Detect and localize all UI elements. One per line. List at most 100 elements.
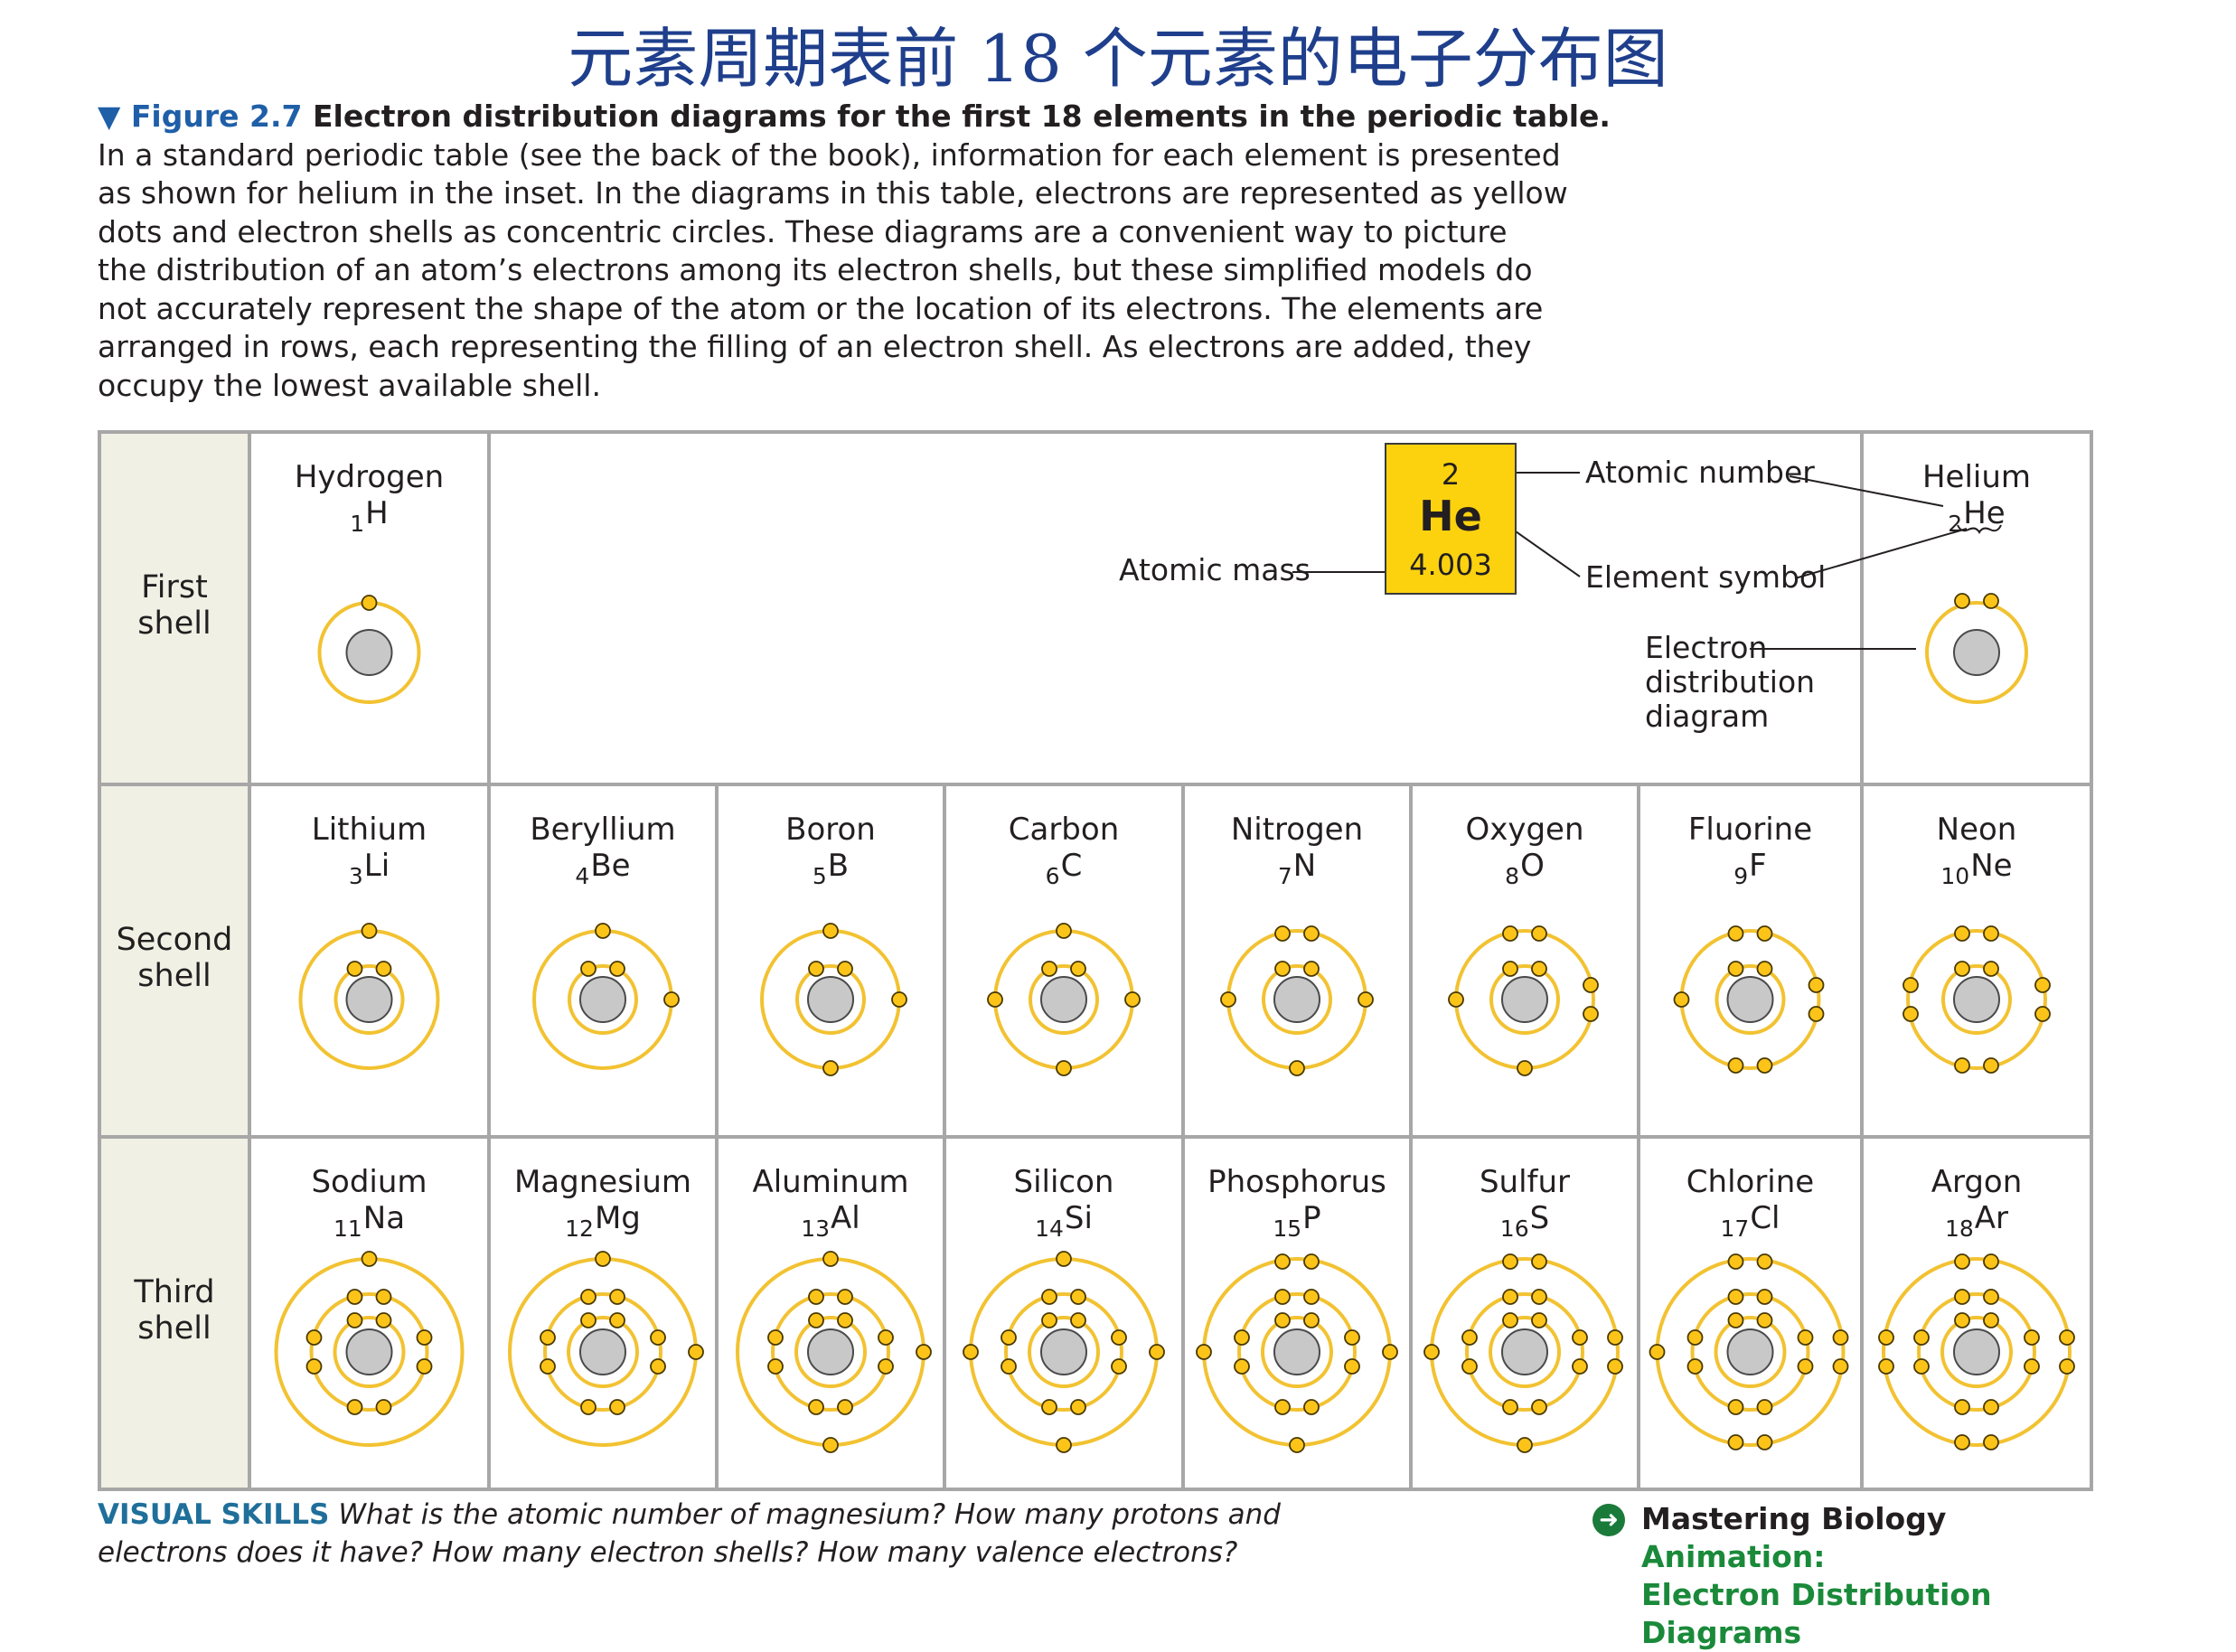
symbol: Na — [362, 1200, 406, 1236]
element-name: Silicon — [1013, 1164, 1114, 1200]
electron-diagram-label: Electron distribution diagram — [1645, 631, 1815, 734]
element-name: Boron — [785, 812, 876, 848]
element-symbol: 16S — [1411, 1200, 1639, 1242]
element-symbol: 13Al — [717, 1200, 944, 1242]
symbol: Si — [1064, 1200, 1093, 1236]
atomic-number-label: Atomic number — [1585, 455, 1815, 490]
element-name: Phosphorus — [1207, 1164, 1386, 1200]
element-symbol: 17Cl — [1639, 1200, 1862, 1242]
key-atomic-mass: 4.003 — [1409, 548, 1492, 582]
element-name: Sodium — [311, 1164, 427, 1200]
mastering-label: Mastering Biology — [1641, 1501, 1947, 1536]
chinese-page-title: 元素周期表前 18 个元素的电子分布图 — [568, 21, 1668, 97]
caption-line: the distribution of an atom’s electrons … — [98, 252, 1533, 287]
element-symbol: 14Si — [944, 1200, 1183, 1242]
element-symbol: 6C — [944, 848, 1183, 889]
atomic-number: 11 — [333, 1216, 362, 1242]
symbol: Ar — [1974, 1200, 2009, 1236]
arrow-right-icon: ➜ — [1592, 1504, 1625, 1536]
question-text: electrons does it have? How many electro… — [98, 1536, 1238, 1569]
atomic-number: 5 — [812, 863, 827, 889]
label-line: distribution — [1645, 664, 1816, 699]
atomic-number: 18 — [1944, 1216, 1974, 1242]
shell-label-line: shell — [137, 605, 211, 642]
figure-heading: ▼ Figure 2.7 Electron distribution diagr… — [98, 98, 1611, 136]
element-symbol: 9F — [1639, 848, 1862, 889]
caption-line: In a standard periodic table (see the ba… — [98, 136, 1561, 173]
shell-label-line: shell — [137, 958, 211, 994]
mastering-biology-link[interactable]: ➜ Mastering Biology Animation: Electron … — [1592, 1500, 2099, 1652]
caption-line: dots and electron shells as concentric c… — [98, 213, 1508, 249]
symbol: F — [1749, 848, 1767, 884]
symbol: C — [1060, 848, 1083, 884]
question-text: What is the atomic number of magnesium? … — [338, 1498, 1281, 1531]
atomic-number: 7 — [1277, 863, 1292, 889]
symbol: B — [827, 848, 850, 884]
element-name: Beryllium — [530, 812, 676, 848]
symbol: S — [1529, 1200, 1550, 1236]
element-name: Aluminum — [752, 1164, 909, 1200]
element-symbol: 3Li — [249, 848, 489, 889]
element-symbol: 7N — [1183, 848, 1411, 889]
shell-label-line: Third — [134, 1274, 215, 1310]
triangle-marker-icon: ▼ — [98, 99, 121, 134]
atomic-number: 6 — [1045, 863, 1060, 889]
element-name: Sulfur — [1479, 1164, 1571, 1200]
atomic-number: 13 — [801, 1216, 831, 1242]
element-symbol: 12Mg — [489, 1200, 717, 1242]
symbol: Mg — [594, 1200, 641, 1236]
element-name: Hydrogen — [294, 459, 445, 495]
atomic-mass-label: Atomic mass — [1119, 552, 1311, 587]
atomic-number: 12 — [565, 1216, 594, 1242]
element-name: Carbon — [1008, 812, 1120, 848]
element-symbol: 15P — [1183, 1200, 1411, 1242]
element-cell-boron: Boron 5B — [717, 784, 944, 1137]
element-name: Fluorine — [1687, 812, 1813, 848]
atomic-number: 8 — [1505, 863, 1520, 889]
element-symbol: 1H — [249, 495, 489, 537]
symbol: O — [1520, 848, 1545, 884]
element-symbol: 2He — [1862, 495, 2091, 537]
caption-line: not accurately represent the shape of th… — [98, 290, 1544, 326]
label-line: diagram — [1645, 699, 1770, 734]
caption-line: occupy the lowest available shell. — [98, 367, 601, 403]
element-name: Helium — [1921, 459, 2032, 495]
element-symbol: 18Ar — [1862, 1200, 2091, 1242]
key-atomic-number: 2 — [1441, 457, 1461, 492]
element-symbol-label: Element symbol — [1585, 559, 1827, 595]
atomic-number: 16 — [1499, 1216, 1529, 1242]
shell-label-line: shell — [137, 1310, 211, 1347]
element-name: Argon — [1931, 1164, 2023, 1200]
atomic-number: 14 — [1035, 1216, 1064, 1242]
symbol: Ne — [1970, 848, 2013, 884]
atomic-number: 17 — [1720, 1216, 1750, 1242]
symbol: Li — [363, 848, 390, 884]
figure-caption: ▼ Figure 2.7 Electron distribution diagr… — [98, 98, 1611, 405]
label-line: Electron — [1645, 630, 1768, 665]
element-name: Magnesium — [513, 1164, 692, 1200]
element-symbol: 10Ne — [1862, 848, 2091, 889]
animation-title[interactable]: Electron Distribution Diagrams — [1641, 1577, 1992, 1650]
element-name: Neon — [1936, 812, 2017, 848]
atomic-number: 3 — [348, 863, 363, 889]
symbol: N — [1292, 848, 1317, 884]
atomic-number: 4 — [575, 863, 590, 889]
element-symbol: 11Na — [249, 1200, 489, 1242]
element-name: Chlorine — [1686, 1164, 1815, 1200]
symbol: P — [1302, 1200, 1321, 1236]
element-name: Lithium — [311, 812, 427, 848]
element-name: Oxygen — [1465, 812, 1584, 848]
